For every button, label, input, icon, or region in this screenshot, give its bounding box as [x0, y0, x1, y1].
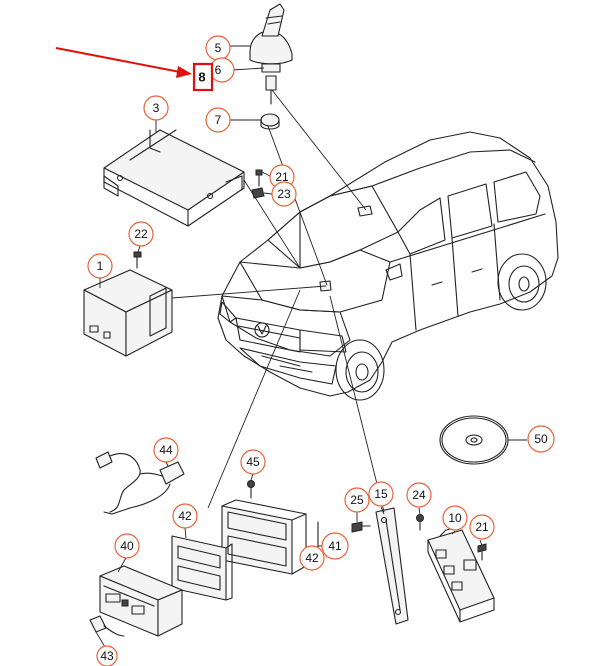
callout-45[interactable]: 45: [240, 449, 266, 475]
callout-40-label: 40: [120, 539, 134, 553]
callout-43-label: 43: [100, 649, 114, 663]
callout-3[interactable]: 3: [143, 95, 169, 121]
screw-part-21-lower: [477, 543, 487, 561]
callout-15[interactable]: 15: [368, 481, 394, 507]
callout-15-label: 15: [374, 487, 388, 501]
callout-6-label: 6: [215, 63, 222, 77]
connector-part: [89, 615, 125, 637]
callout-23-label: 23: [277, 187, 291, 201]
callout-leaders: [95, 45, 527, 648]
callout-41-label: 41: [328, 539, 342, 553]
cable-harness-part: [95, 451, 185, 515]
callout-21-upper-label: 21: [275, 170, 289, 184]
callout-42-right[interactable]: 42: [299, 545, 325, 571]
radio-unit-part: [99, 565, 183, 637]
callout-1[interactable]: 1: [87, 253, 113, 279]
callout-8-label: 8: [198, 70, 205, 85]
callout-44[interactable]: 44: [153, 437, 179, 463]
control-unit-part: [83, 269, 327, 357]
callout-44-label: 44: [159, 443, 173, 457]
callout-7[interactable]: 7: [205, 107, 231, 133]
callout-5-label: 5: [215, 41, 222, 55]
callout-42-right-label: 42: [305, 551, 319, 565]
screw-parts-lower: [351, 514, 424, 533]
disc-part: [439, 415, 509, 465]
callout-24[interactable]: 24: [406, 482, 432, 508]
callout-5[interactable]: 5: [205, 35, 231, 61]
callout-21-lower-label: 21: [475, 520, 489, 534]
callout-25-label: 25: [350, 493, 364, 507]
callout-41[interactable]: 41: [321, 532, 349, 560]
callout-6[interactable]: 6: [209, 57, 235, 83]
callout-8-highlighted[interactable]: 8: [192, 62, 214, 92]
callout-10[interactable]: 10: [442, 505, 468, 531]
screw-part-45: [247, 480, 255, 499]
callout-42-left-label: 42: [178, 509, 192, 523]
callout-3-label: 3: [153, 101, 160, 115]
bracket-part: [103, 129, 301, 269]
electronic-module-part: [427, 527, 495, 623]
callout-1-label: 1: [97, 259, 104, 273]
vehicle-illustration: [217, 131, 559, 401]
callout-45-label: 45: [246, 455, 260, 469]
callout-50-label: 50: [534, 432, 548, 446]
callout-7-label: 7: [215, 113, 222, 127]
callout-43[interactable]: 43: [96, 645, 118, 666]
callout-22[interactable]: 22: [128, 221, 154, 247]
callout-50[interactable]: 50: [527, 425, 555, 453]
callout-21-lower[interactable]: 21: [469, 514, 495, 540]
screw-parts-upper: [251, 169, 265, 199]
callout-10-label: 10: [448, 511, 462, 525]
roof-antenna-assembly: [249, 3, 367, 286]
callout-24-label: 24: [412, 488, 426, 502]
strip-bracket-part: [329, 295, 409, 625]
callout-23[interactable]: 23: [271, 181, 297, 207]
trim-panel-part: [171, 535, 233, 601]
screw-part-22: [133, 251, 142, 269]
callout-40[interactable]: 40: [114, 533, 140, 559]
callout-25[interactable]: 25: [344, 487, 370, 513]
callout-22-label: 22: [134, 227, 148, 241]
callout-42-left[interactable]: 42: [172, 503, 198, 529]
mounting-frame-part: [207, 289, 319, 575]
highlight-arrow: [55, 47, 192, 78]
